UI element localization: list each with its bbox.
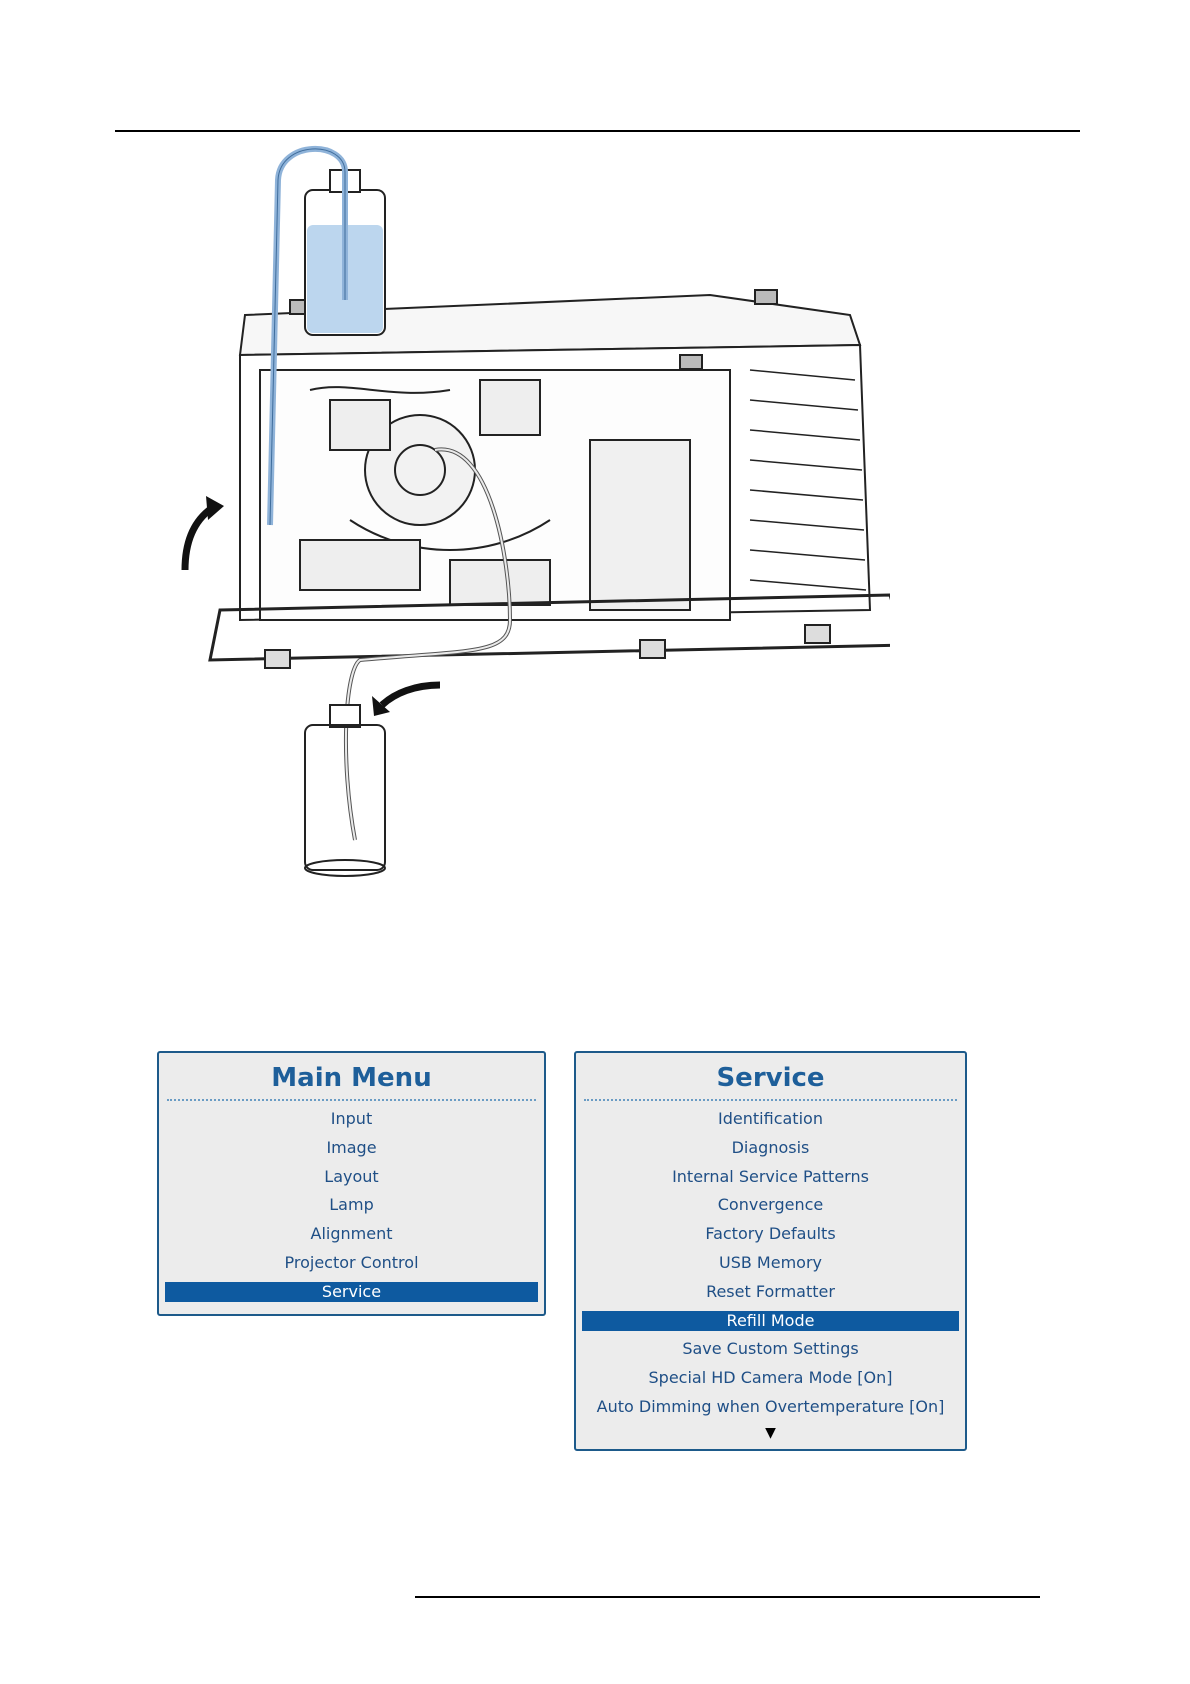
service-menu-panel: Service Identification Diagnosis Interna… xyxy=(574,1051,967,1451)
flow-arrow-icon xyxy=(382,685,440,705)
header-rule xyxy=(115,130,1080,132)
service-menu-item-factory-defaults[interactable]: Factory Defaults xyxy=(582,1220,959,1249)
main-menu-title: Main Menu xyxy=(159,1053,544,1097)
triangle-down-icon[interactable]: ▼ xyxy=(576,1422,965,1444)
service-menu-item-auto-dimming[interactable]: Auto Dimming when Overtemperature [On] xyxy=(582,1393,959,1422)
main-menu-item-image[interactable]: Image xyxy=(165,1134,538,1163)
service-menu-item-save-custom-settings[interactable]: Save Custom Settings xyxy=(582,1335,959,1364)
footer-rule xyxy=(415,1596,1040,1598)
service-menu-item-internal-service-patterns[interactable]: Internal Service Patterns xyxy=(582,1163,959,1192)
service-menu-item-refill-mode[interactable]: Refill Mode xyxy=(582,1311,959,1331)
service-menu-divider xyxy=(584,1097,957,1101)
service-menu-item-special-hd-camera-mode[interactable]: Special HD Camera Mode [On] xyxy=(582,1364,959,1393)
main-menu-list: Input Image Layout Lamp Alignment Projec… xyxy=(159,1105,544,1302)
main-menu-item-lamp[interactable]: Lamp xyxy=(165,1191,538,1220)
service-menu-item-usb-memory[interactable]: USB Memory xyxy=(582,1249,959,1278)
main-menu-item-layout[interactable]: Layout xyxy=(165,1163,538,1192)
main-menu-item-input[interactable]: Input xyxy=(165,1105,538,1134)
service-menu-list: Identification Diagnosis Internal Servic… xyxy=(576,1105,965,1422)
service-menu-item-diagnosis[interactable]: Diagnosis xyxy=(582,1134,959,1163)
main-menu-item-service[interactable]: Service xyxy=(165,1282,538,1302)
main-menu-item-projector-control[interactable]: Projector Control xyxy=(165,1249,538,1278)
main-menu-divider xyxy=(167,1097,536,1101)
service-menu-item-identification[interactable]: Identification xyxy=(582,1105,959,1134)
main-menu-item-alignment[interactable]: Alignment xyxy=(165,1220,538,1249)
service-menu-item-reset-formatter[interactable]: Reset Formatter xyxy=(582,1278,959,1307)
main-menu-panel: Main Menu Input Image Layout Lamp Alignm… xyxy=(157,1051,546,1316)
projector-refill-illustration xyxy=(150,140,890,940)
service-menu-title: Service xyxy=(576,1053,965,1097)
service-menu-item-convergence[interactable]: Convergence xyxy=(582,1191,959,1220)
